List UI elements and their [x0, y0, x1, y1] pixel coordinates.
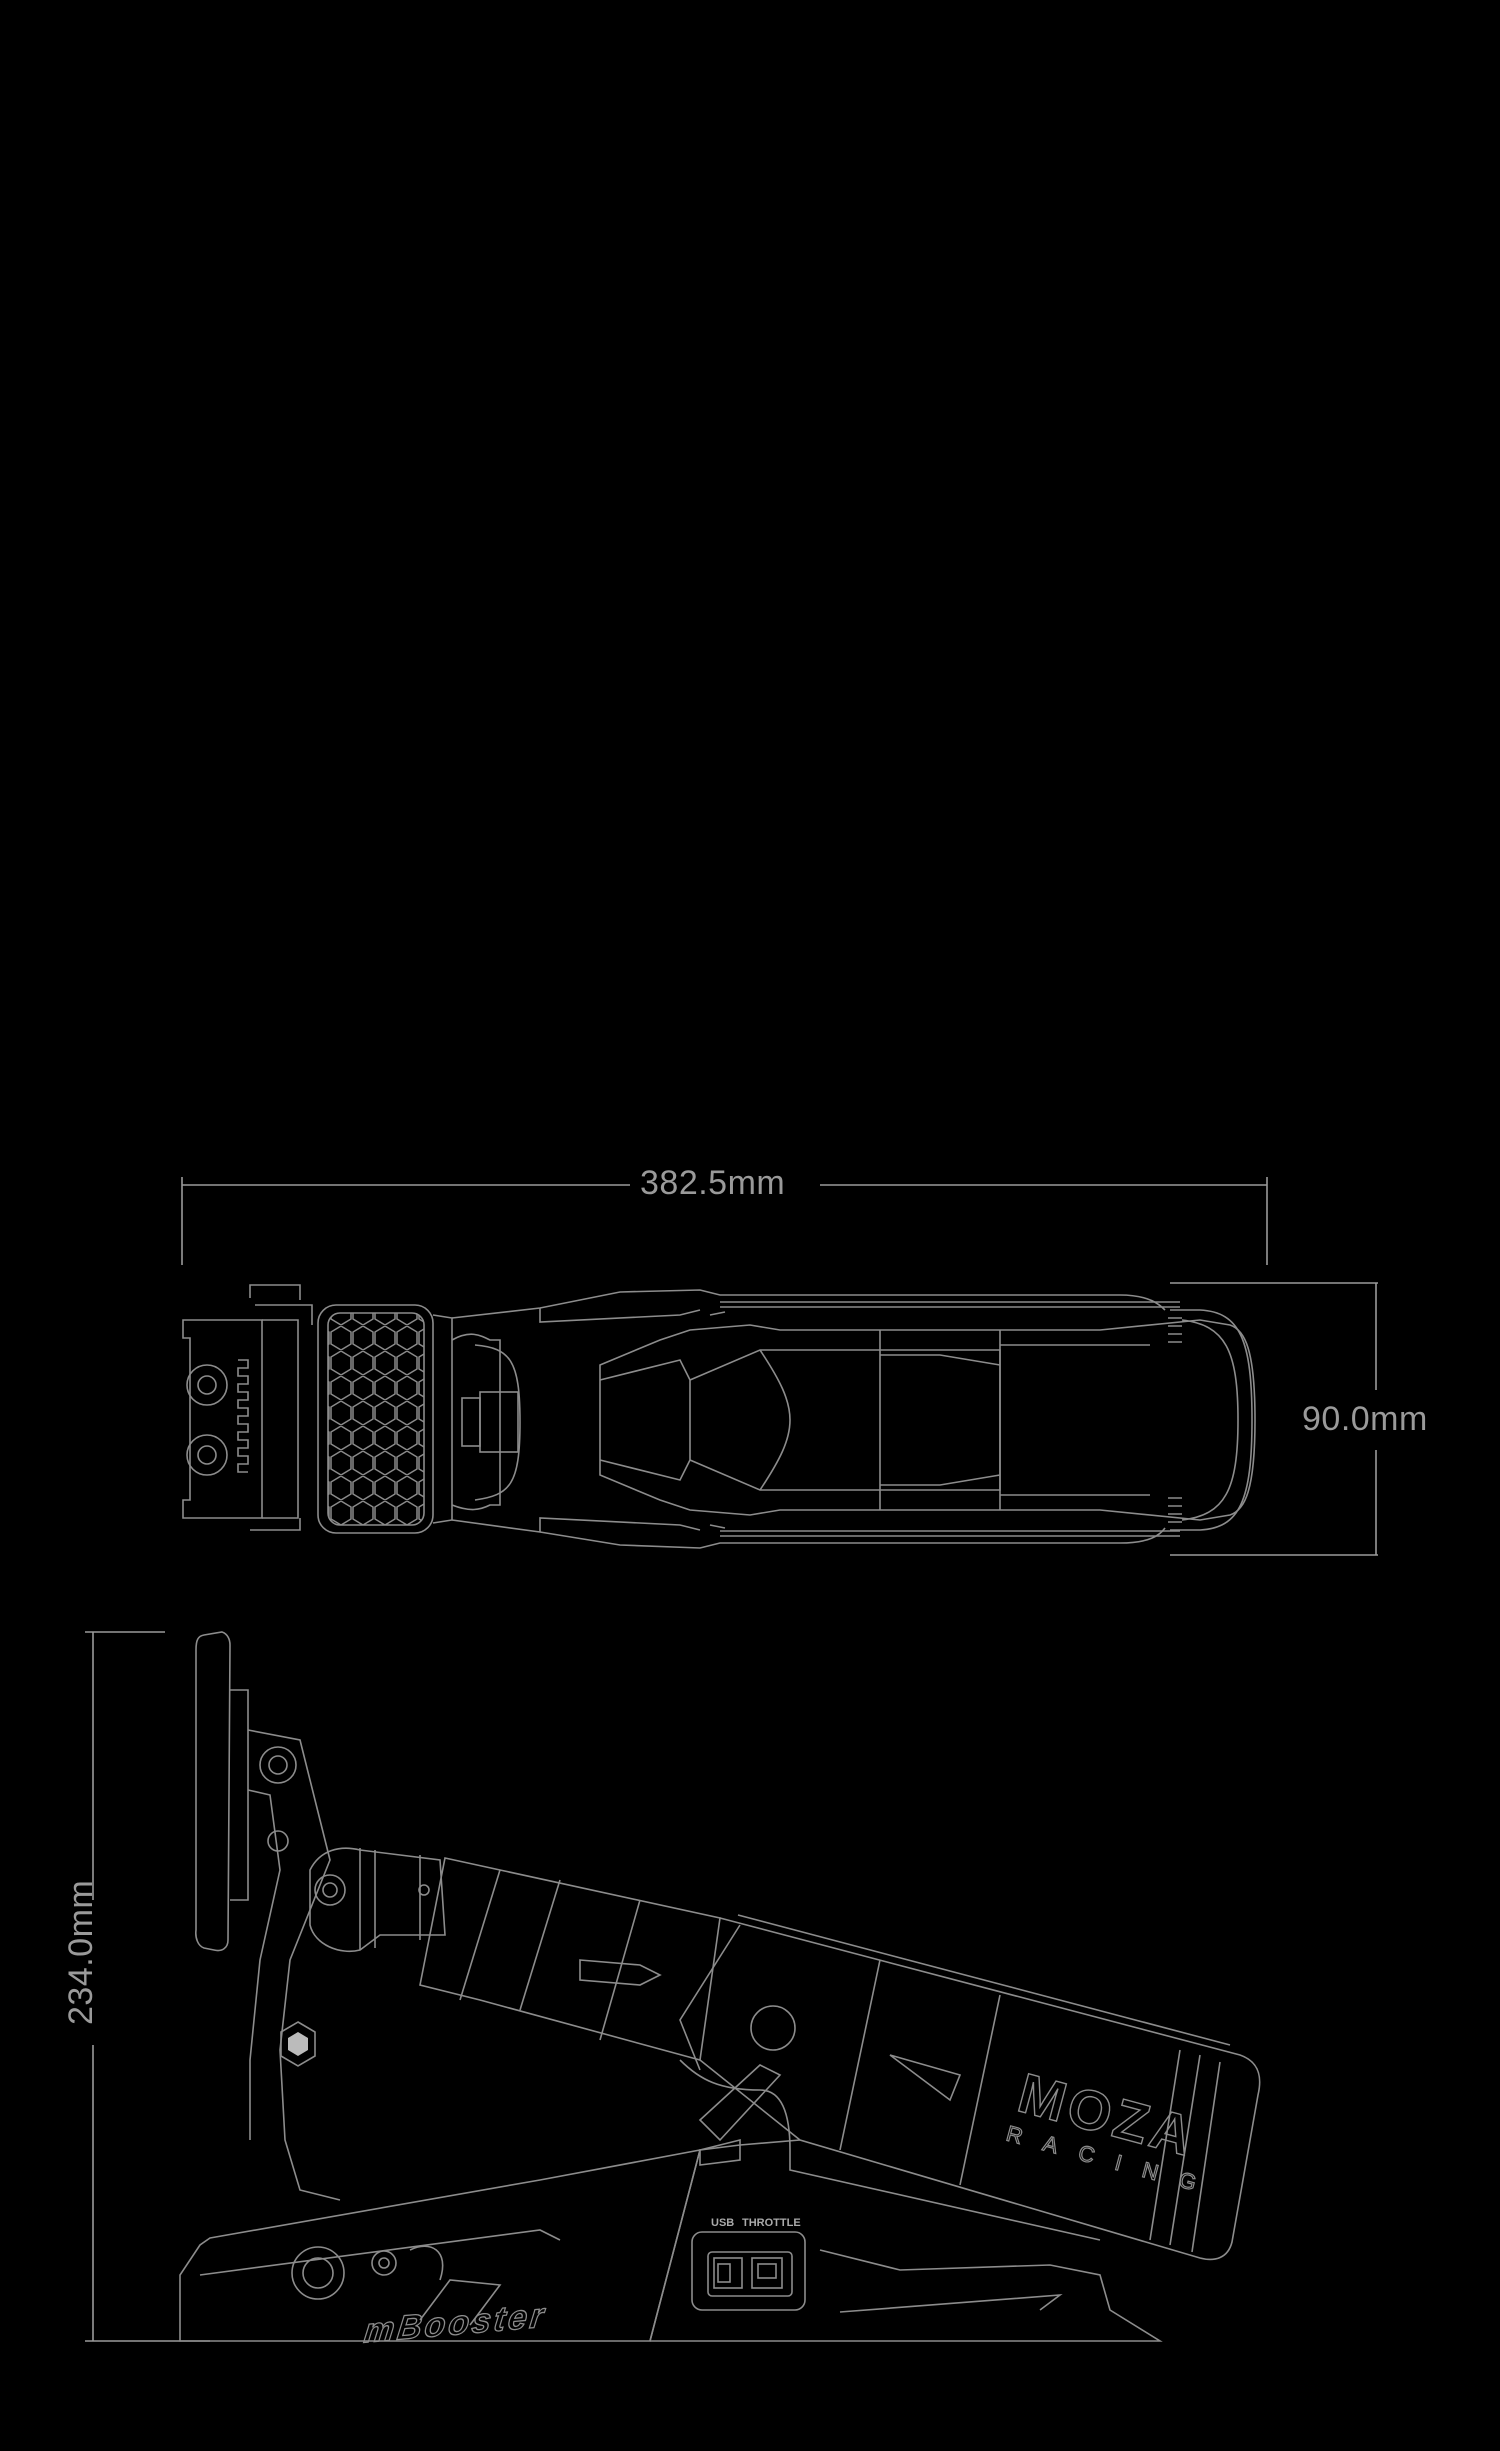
length-dimension-label: 382.5mm [640, 1164, 786, 1202]
side-view-drawing: MOZA RACING [179, 1631, 1261, 2342]
usb-port-label: USB [711, 2217, 734, 2229]
vertical-dimension-label: 234.0mm [62, 1879, 100, 2025]
height-dimension-label: 90.0mm [1302, 1400, 1428, 1438]
throttle-port-label: THROTTLE [742, 2217, 801, 2229]
length-dimension-lines [181, 1177, 1268, 1265]
mbooster-logo-text: mBooster [362, 2297, 549, 2351]
vertical-dimension-lines [85, 1631, 210, 2342]
height-dimension-lines [1170, 1282, 1378, 1556]
top-view-drawing [182, 1284, 1256, 1549]
